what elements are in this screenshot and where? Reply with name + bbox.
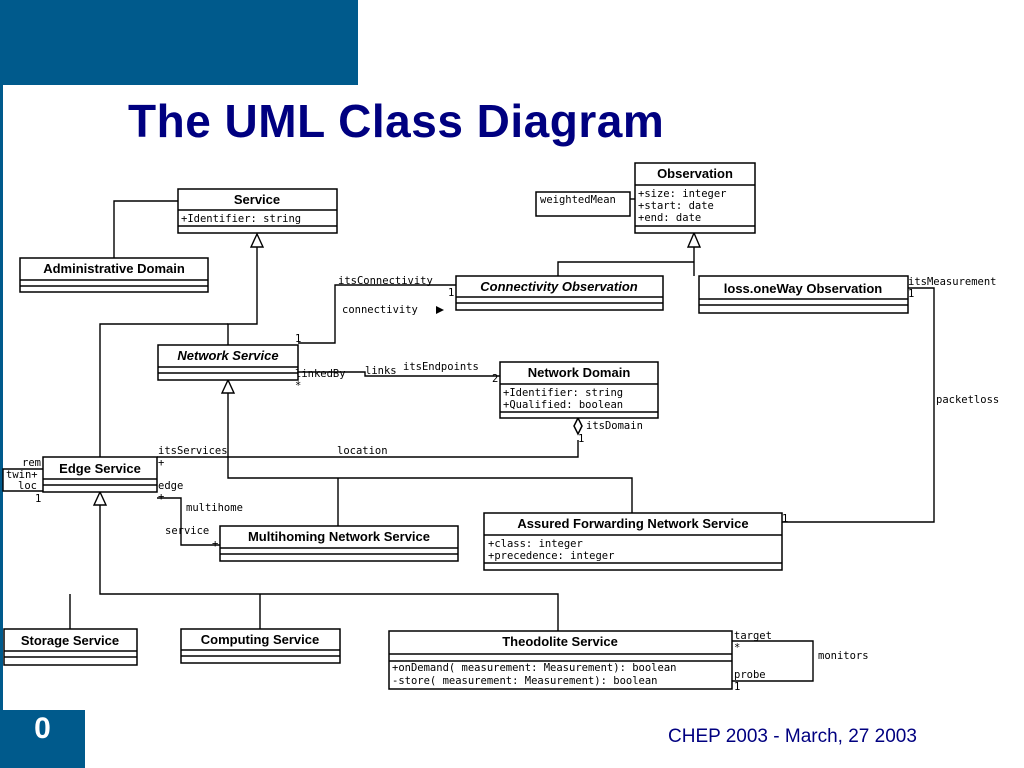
network-domain-attribute-identifier: +Identifier: string <box>503 387 623 399</box>
class-multihoming-network-service: Multihoming Network Service <box>219 525 459 562</box>
network-service-inheritance-arrow <box>220 378 236 394</box>
assured-forwarding-attribute-class: +class: integer <box>488 538 583 550</box>
edge-service-subclass-tree <box>69 505 559 631</box>
label-monitors: monitors <box>818 650 869 662</box>
admin-service-association <box>113 200 178 258</box>
label-its-connectivity: itsConnectivity <box>338 275 433 287</box>
service-class-name: Service <box>234 192 280 207</box>
label-probe-mult: 1 <box>734 681 740 693</box>
label-edge-left-mult: 1 <box>35 493 41 505</box>
observation-attribute-end: +end: date <box>638 212 701 224</box>
administrative-domain-class-name: Administrative Domain <box>43 261 185 276</box>
packetloss-association <box>782 287 935 523</box>
theodolite-class-name: Theodolite Service <box>502 634 618 649</box>
network-domain-class-name: Network Domain <box>528 365 631 380</box>
observation-attribute-start: +start: date <box>638 200 714 212</box>
class-storage-service: Storage Service <box>3 628 138 666</box>
domain-aggregation-diamond <box>573 416 583 436</box>
label-connectivity: connectivity <box>342 304 418 316</box>
label-linked-by: linkedBy <box>295 368 346 380</box>
service-inheritance-arrow <box>249 232 265 248</box>
class-service: Service +Identifier: string <box>177 188 338 234</box>
label-loc: loc <box>18 480 37 492</box>
connectivity-observation-class-name: Connectivity Observation <box>480 279 638 294</box>
label-target-mult: * <box>734 642 740 654</box>
label-target: target <box>734 630 772 642</box>
label-its-services: itsServices <box>158 445 228 457</box>
assured-forwarding-class-name: Assured Forwarding Network Service <box>517 516 748 531</box>
slide-title: The UML Class Diagram <box>128 95 665 147</box>
edge-service-generalization <box>99 323 228 457</box>
edge-service-inheritance-arrow <box>92 490 108 506</box>
computing-service-class-name: Computing Service <box>201 632 319 647</box>
label-af-mult: 1 <box>782 513 788 525</box>
label-twin: twin+ <box>6 469 38 481</box>
label-service: service <box>165 525 209 537</box>
label-linked-by-mult: * <box>295 380 301 392</box>
theodolite-method-ondemand: +onDemand( measurement: Measurement): bo… <box>392 662 676 674</box>
label-connectivity-mult: 1 <box>448 287 454 299</box>
label-network-service-mult: 1 <box>295 333 301 345</box>
label-its-services-mult: + <box>158 457 164 469</box>
storage-service-class-name: Storage Service <box>21 633 119 648</box>
network-service-class-name: Network Service <box>177 348 278 363</box>
observation-inheritance-arrow <box>686 231 702 248</box>
label-its-measurement: itsMeasurement <box>908 276 997 288</box>
class-assured-forwarding-network-service: Assured Forwarding Network Service +clas… <box>483 512 783 571</box>
label-probe: probe <box>734 669 766 681</box>
weighted-mean-box: weightedMean <box>535 191 631 217</box>
label-packetloss: packetloss <box>936 394 999 406</box>
location-association <box>157 440 579 458</box>
class-administrative-domain: Administrative Domain <box>19 257 209 293</box>
class-connectivity-observation: Connectivity Observation <box>455 275 664 311</box>
network-domain-association <box>298 371 500 377</box>
slide-number: 0 <box>34 712 51 745</box>
observation-attribute-size: +size: integer <box>638 188 727 200</box>
label-edge-mult: + <box>158 491 164 503</box>
slide-number-box: 0 <box>0 710 85 768</box>
weighted-mean-label: weightedMean <box>540 194 616 206</box>
connectivity-association <box>298 284 456 344</box>
class-network-domain: Network Domain +Identifier: string +Qual… <box>499 361 659 419</box>
label-its-domain-mult: 1 <box>578 433 584 445</box>
label-rem: rem <box>22 457 41 469</box>
footer-text: CHEP 2003 - March, 27 2003 <box>668 726 917 747</box>
class-observation: Observation +size: integer +start: date … <box>634 162 756 234</box>
label-endpoints-mult: 2 <box>492 373 498 385</box>
label-edge: edge <box>158 480 183 492</box>
service-attribute: +Identifier: string <box>181 213 301 225</box>
multihome-association <box>157 497 220 546</box>
connectivity-direction-arrow <box>436 306 444 314</box>
class-loss-oneway-observation: loss.oneWay Observation <box>698 275 909 314</box>
header-accent-bar <box>0 0 358 85</box>
observation-generalization <box>557 247 695 276</box>
class-computing-service: Computing Service <box>180 628 341 664</box>
theodolite-method-store: -store( measurement: Measurement): boole… <box>392 675 658 687</box>
network-service-subclass-tree <box>227 393 633 526</box>
class-edge-service: Edge Service <box>42 456 158 493</box>
multihoming-class-name: Multihoming Network Service <box>248 529 430 544</box>
label-multihome: multihome <box>186 502 243 514</box>
observation-class-name: Observation <box>657 166 733 181</box>
edge-service-class-name: Edge Service <box>59 461 141 476</box>
label-its-measurement-mult: 1 <box>908 288 914 300</box>
network-service-generalization <box>227 247 258 345</box>
label-its-endpoints: itsEndpoints <box>403 361 479 373</box>
assured-forwarding-attribute-precedence: +precedence: integer <box>488 550 614 562</box>
class-theodolite-service: Theodolite Service +onDemand( measuremen… <box>388 630 733 690</box>
label-service-mult: + <box>212 538 218 550</box>
edge-twin-association <box>2 468 43 492</box>
left-accent-rule <box>0 85 3 710</box>
label-its-domain: itsDomain <box>586 420 643 432</box>
network-domain-attribute-qualified: +Qualified: boolean <box>503 399 623 411</box>
loss-observation-class-name: loss.oneWay Observation <box>724 281 883 296</box>
label-location: location <box>337 445 388 457</box>
theodolite-monitors-association <box>732 640 814 682</box>
label-links: links <box>365 365 397 377</box>
class-network-service: Network Service <box>157 344 299 381</box>
